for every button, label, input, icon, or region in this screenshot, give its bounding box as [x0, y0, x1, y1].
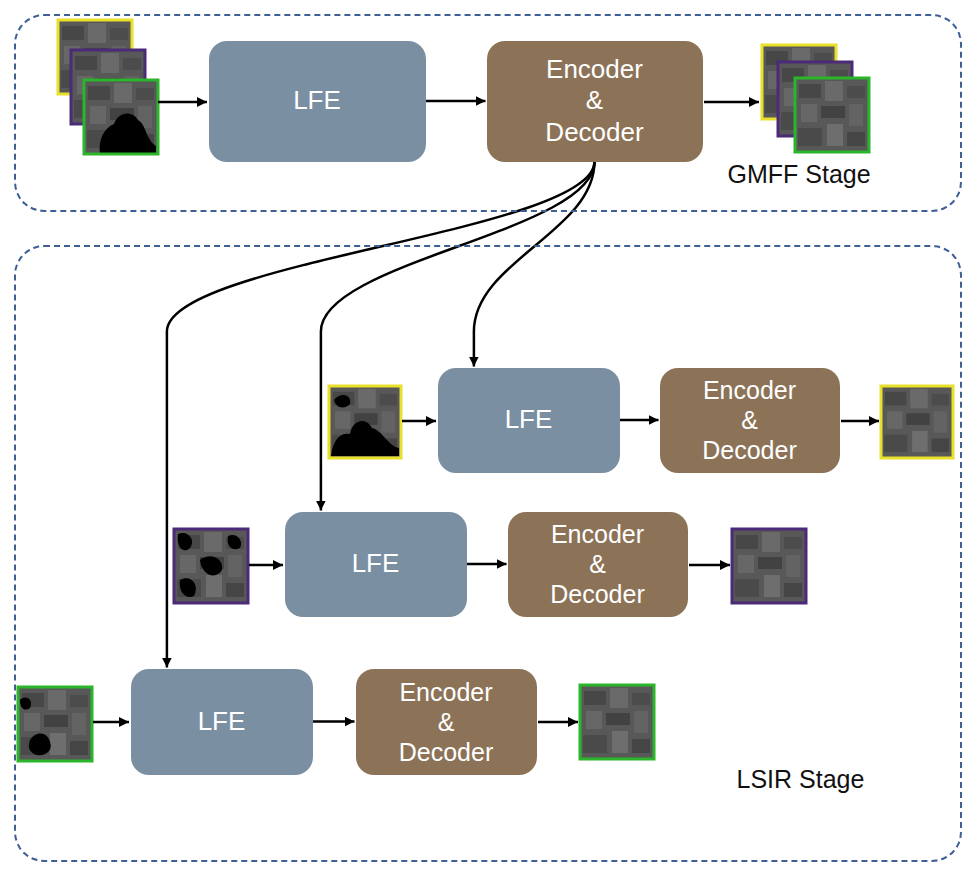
box-label: Encoder & Decoder [702, 375, 797, 465]
connector-arrow [426, 100, 486, 103]
box-label: LFE [352, 548, 400, 579]
satellite-image [732, 529, 806, 603]
image-border [881, 386, 953, 458]
encoder-decoder-box: Encoder & Decoder [356, 669, 537, 775]
satellite-image [18, 687, 92, 761]
lfe-box: LFE [209, 41, 426, 162]
cloud-gap [178, 533, 192, 550]
cloud-gap [200, 556, 222, 575]
image-border [795, 78, 869, 152]
satellite-image [795, 78, 869, 152]
satellite-image [174, 529, 248, 603]
box-label: LFE [198, 706, 246, 737]
stage-label-holder: LSIR Stage [737, 765, 865, 794]
image-arrow [158, 101, 207, 104]
connector-arrow [313, 720, 355, 723]
cloud-gap [180, 578, 196, 597]
satellite-image [881, 386, 953, 458]
encoder-decoder-box: Encoder & Decoder [508, 512, 688, 617]
image-border [580, 685, 654, 759]
image-border [329, 386, 401, 458]
lfe-box: LFE [131, 669, 313, 775]
connector-arrow [620, 419, 659, 422]
stage-label: LSIR Stage [737, 765, 865, 793]
image-arrow [249, 564, 283, 567]
cloud-gap [100, 114, 156, 154]
box-label: LFE [505, 404, 553, 435]
box-label: Encoder & Decoder [550, 519, 645, 609]
lfe-box: LFE [438, 368, 620, 473]
image-arrow [402, 420, 436, 423]
image-arrow [689, 564, 730, 567]
box-label: Encoder & Decoder [399, 677, 494, 767]
lfe-box: LFE [285, 512, 467, 617]
box-label: LFE [293, 85, 341, 116]
box-label: Encoder & Decoder [545, 54, 643, 148]
image-border [174, 529, 248, 603]
stage-region: GMFF Stage LFE Encoder & Decoder [14, 14, 962, 212]
satellite-image [329, 386, 401, 458]
image-border [732, 529, 806, 603]
encoder-decoder-box: Encoder & Decoder [487, 41, 703, 162]
image-arrows [93, 102, 879, 722]
cloud-gap [29, 733, 51, 755]
image-border [18, 687, 92, 761]
image-arrow [93, 721, 129, 724]
output-image-stack [762, 45, 869, 152]
stage-label: GMFF Stage [728, 160, 871, 188]
stage-label-holder: GMFF Stage [728, 160, 871, 189]
encoder-decoder-box: Encoder & Decoder [660, 368, 840, 473]
input-image-stack [58, 20, 158, 154]
satellite-image [84, 80, 158, 154]
cloud-gap [331, 421, 399, 456]
cloud-gap [228, 535, 241, 549]
satellite-image [580, 685, 654, 759]
image-arrow [841, 420, 879, 423]
cloud-gap [334, 395, 350, 407]
cloud-gap [20, 698, 31, 710]
image-border [84, 80, 158, 154]
stage-region: LSIR StageLFEEncoder & DecoderLFEEncoder… [14, 245, 962, 862]
image-arrow [704, 101, 759, 104]
image-arrow [538, 721, 578, 724]
connector-arrow [467, 563, 507, 566]
